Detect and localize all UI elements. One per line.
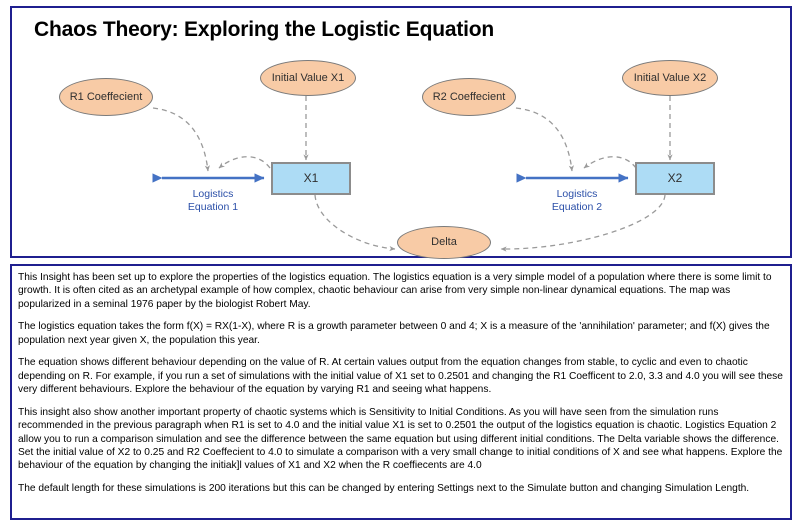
- node-initial-value-x2-label: Initial Value X2: [633, 71, 707, 84]
- description-paragraph: This Insight has been set up to explore …: [18, 272, 772, 310]
- node-r1-coefficient-label: R1 Coeffecient: [69, 90, 143, 103]
- edge-label-logistics-equation-1[interactable]: Logistics Equation 1: [187, 188, 239, 213]
- node-initial-value-x1[interactable]: Initial Value X1: [260, 60, 356, 96]
- node-delta[interactable]: Delta: [397, 226, 491, 259]
- node-initial-value-x1-label: Initial Value X1: [271, 71, 345, 84]
- node-x2-label: X2: [667, 170, 683, 185]
- diagram-connectors: [152, 96, 673, 252]
- description-paragraph: The default length for these simulations…: [18, 482, 750, 494]
- description-panel: This Insight has been set up to explore …: [10, 264, 792, 520]
- description-paragraph: The equation shows different behaviour d…: [18, 357, 783, 396]
- node-initial-value-x2[interactable]: Initial Value X2: [622, 60, 718, 96]
- edge-label-logistics-equation-2[interactable]: Logistics Equation 2: [551, 188, 603, 213]
- node-r2-coefficient-label: R2 Coeffecient: [432, 90, 506, 103]
- node-x1[interactable]: X1: [271, 162, 351, 195]
- page-title: Chaos Theory: Exploring the Logistic Equ…: [34, 18, 495, 41]
- diagram-panel: Chaos Theory: Exploring the Logistic Equ…: [10, 6, 792, 259]
- node-x1-label: X1: [303, 170, 319, 185]
- node-delta-label: Delta: [431, 236, 457, 249]
- node-x2[interactable]: X2: [635, 162, 715, 195]
- node-r2-coefficient[interactable]: R2 Coeffecient: [422, 78, 516, 116]
- diagram-canvas: R1 Coeffecient Initial Value X1 X1 R2 Co…: [12, 8, 790, 259]
- description-paragraph: The logistics equation takes the form f(…: [18, 321, 770, 346]
- description-paragraph: This insight also show another important…: [18, 406, 783, 472]
- node-r1-coefficient[interactable]: R1 Coeffecient: [59, 78, 153, 116]
